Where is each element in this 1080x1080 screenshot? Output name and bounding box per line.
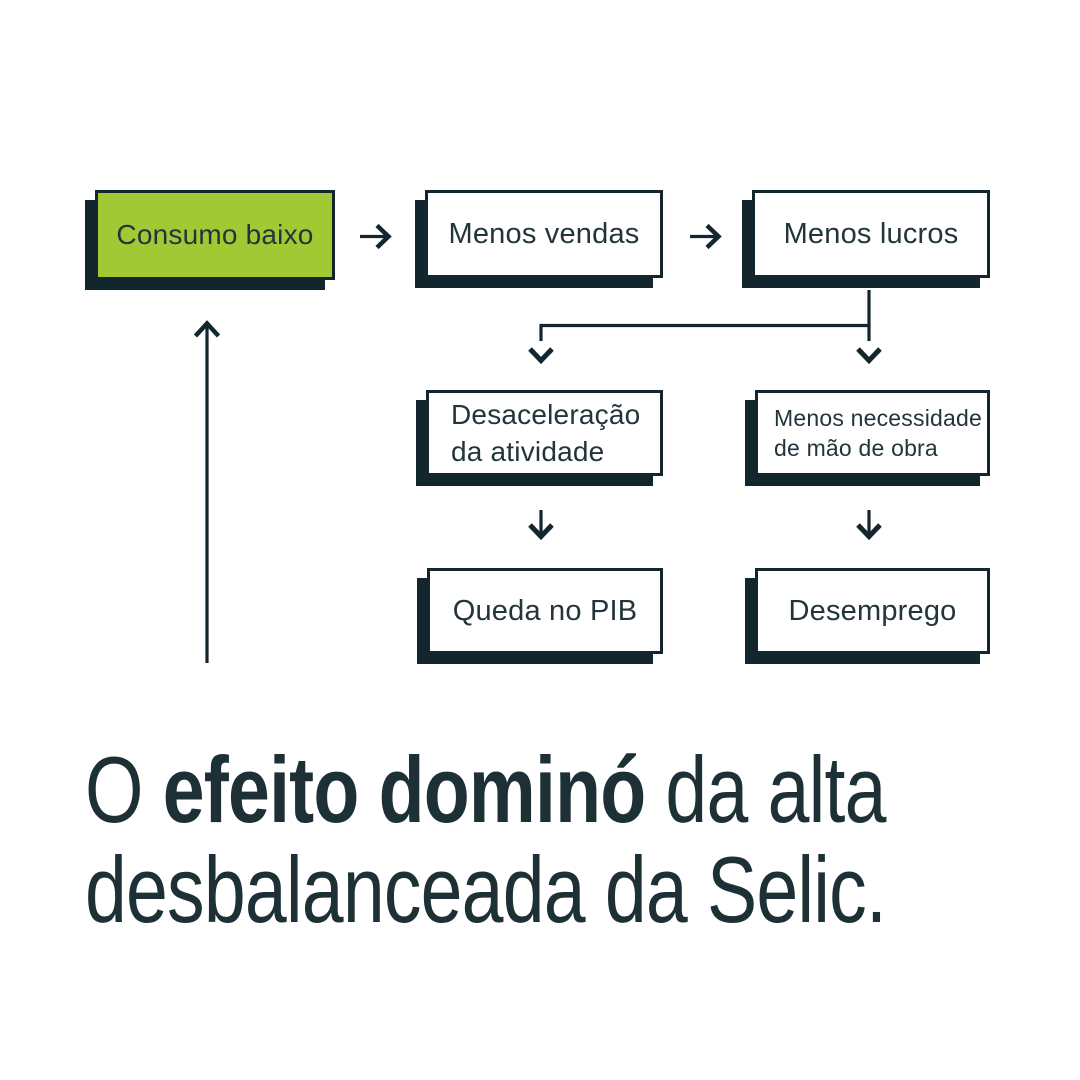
flow-box-queda-pib: Queda no PIB [427,568,663,654]
flow-box-label: Menos vendas [448,217,640,250]
title-line-2: desbalanceada da Selic. [85,837,887,942]
flow-box-label: Desaceleração da atividade [451,399,641,467]
feedback-up-arrow-icon [193,320,221,663]
arrow-down-icon [856,510,882,541]
arrow-right-icon [690,223,722,250]
page-title: O efeito dominó da alta desbalanceada da… [85,740,887,942]
title-line-1: O efeito dominó da alta [85,740,886,840]
branch-connector [528,290,882,365]
arrow-right-icon [360,223,392,250]
title-prefix: O [85,737,163,842]
flow-box-label: Desemprego [788,594,957,627]
title-suffix: da alta [645,737,886,842]
flow-box-menos-necessidade: Menos necessidade de mão de obra [755,390,990,476]
title-emphasis: efeito dominó [162,737,646,842]
flow-box-consumo-baixo: Consumo baixo [95,190,335,280]
flow-box-menos-lucros: Menos lucros [752,190,990,278]
flow-box-desemprego: Desemprego [755,568,990,654]
flow-box-label: Menos necessidade de mão de obra [774,405,982,461]
flow-box-desaceleracao: Desaceleração da atividade [426,390,663,476]
arrow-down-icon [528,510,554,541]
flow-box-label: Consumo baixo [116,219,314,250]
flow-box-menos-vendas: Menos vendas [425,190,663,278]
flow-box-label: Menos lucros [783,217,959,250]
flow-box-label: Queda no PIB [452,594,638,627]
